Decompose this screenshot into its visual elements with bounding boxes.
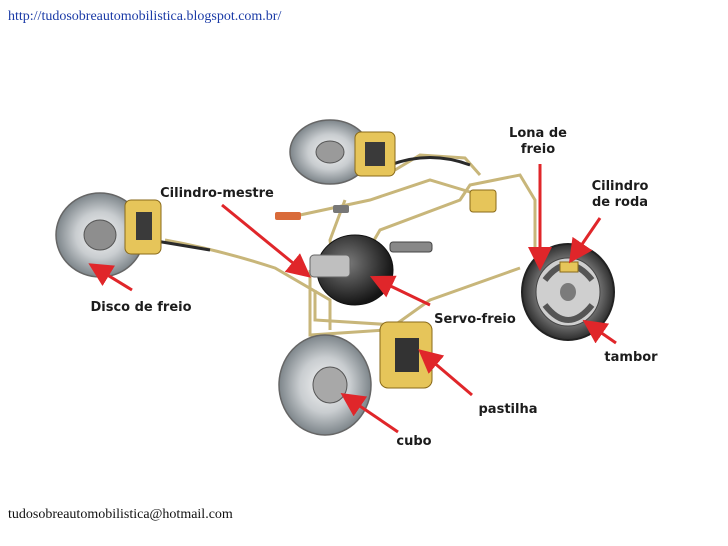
label-cilindro-mestre: Cilindro-mestre (160, 186, 274, 201)
label-cilindro-de-roda: Cilindro de roda (591, 179, 649, 210)
label-servo-freio: Servo-freio (434, 312, 516, 327)
pointer-arrows (88, 164, 617, 434)
rear-left-disc (289, 119, 396, 185)
label-pastilha: pastilha (478, 402, 538, 417)
contact-email[interactable]: tudosobreautomobilistica@hotmail.com (8, 507, 233, 522)
label-cubo: cubo (396, 434, 432, 449)
proportioning-valve (275, 189, 497, 220)
front-left-disc (55, 192, 162, 278)
rear-right-drum (521, 243, 615, 341)
label-disco-de-freio: Disco de freio (90, 300, 192, 315)
label-lona-de-freio: Lona de freio (509, 126, 567, 157)
brake-hose-top (389, 156, 471, 167)
brake-booster (309, 234, 433, 306)
label-tambor: tambor (604, 350, 658, 365)
blog-url-link[interactable]: http://tudosobreautomobilistica.blogspot… (8, 9, 282, 24)
front-right-disc (278, 321, 433, 436)
